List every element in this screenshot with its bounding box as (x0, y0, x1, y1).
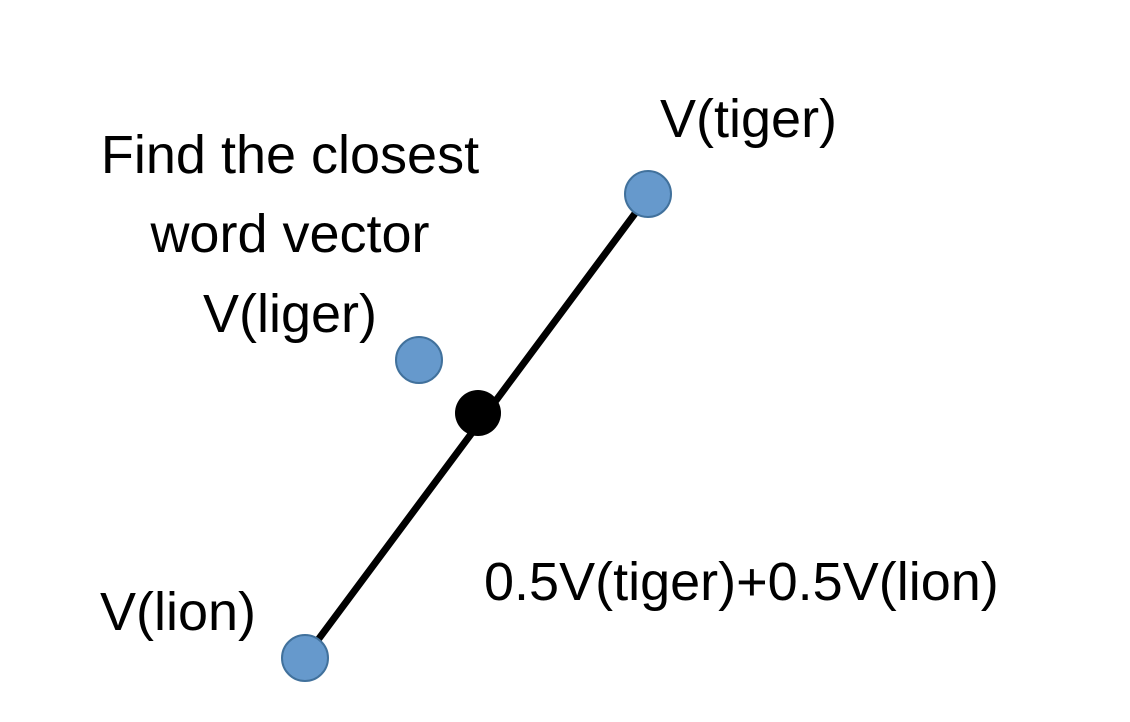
tiger-label: V(tiger) (660, 89, 838, 149)
lion-label: V(lion) (100, 582, 257, 642)
tiger-point (624, 170, 672, 218)
midpoint (455, 390, 501, 436)
annotation-line-2: word vector (150, 204, 430, 265)
liger-point (395, 336, 443, 384)
lion-point (281, 634, 329, 682)
closest-word-annotation: Find the closest word vector V(liger) (80, 116, 500, 354)
annotation-line-3: V(liger) (202, 283, 378, 344)
midpoint-label: 0.5V(tiger)+0.5V(lion) (484, 552, 999, 612)
annotation-line-1: Find the closest (100, 125, 480, 185)
